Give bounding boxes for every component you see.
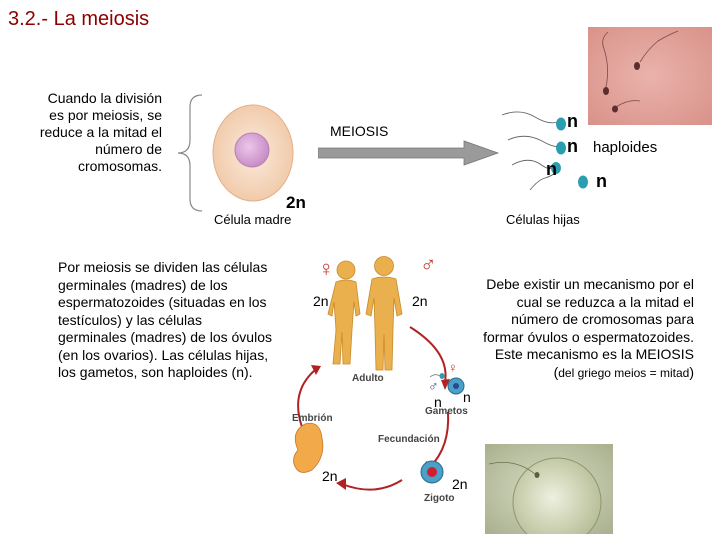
right-paragraph: Debe existir un mecanismo por el cual se… [478,276,694,382]
sperm-micrograph-image [588,27,712,125]
daughter-cells-caption: Células hijas [506,212,580,227]
adult-female-ploidy: 2n [313,293,329,309]
right-paragraph-close: ) [689,364,694,380]
mother-ploidy-label: 2n [286,193,306,213]
gametes-label: Gametos [425,406,468,417]
adult-label: Adulto [352,373,384,384]
daughter-ploidy-1: n [567,111,578,132]
meiosis-arrow-icon [318,140,500,166]
gamete-ploidy-2: n [463,389,471,405]
mother-cell-image [208,100,298,210]
daughter-ploidy-4: n [596,171,607,192]
gamete-female-symbol: ♀ [448,360,458,375]
female-symbol: ♀ [318,256,335,282]
adult-male-ploidy: 2n [412,293,428,309]
meiosis-label: MEIOSIS [330,123,388,139]
daughter-ploidy-2: n [567,136,578,157]
mother-cell-caption: Célula madre [214,212,291,227]
egg-micrograph-image [485,444,613,534]
fertilization-label: Fecundación [378,434,440,445]
haploid-label: haploides [593,139,657,156]
daughter-ploidy-3: n [546,159,557,180]
embryo-label: Embrión [292,413,333,424]
right-paragraph-main: Debe existir un mecanismo por el cual se… [483,276,694,380]
zygote-ploidy: 2n [452,476,468,492]
right-paragraph-greek: del griego meios = mitad [558,366,689,380]
intro-text: Cuando la división es por meiosis, se re… [30,90,162,175]
left-paragraph: Por meiosis se dividen las células germi… [58,259,273,382]
brace-icon [168,92,208,214]
male-symbol: ♂ [420,252,437,278]
embryo-ploidy: 2n [322,468,338,484]
zygote-label: Zigoto [424,493,455,504]
page-title: 3.2.- La meiosis [8,8,149,31]
gamete-male-symbol: ♂ [428,378,439,394]
